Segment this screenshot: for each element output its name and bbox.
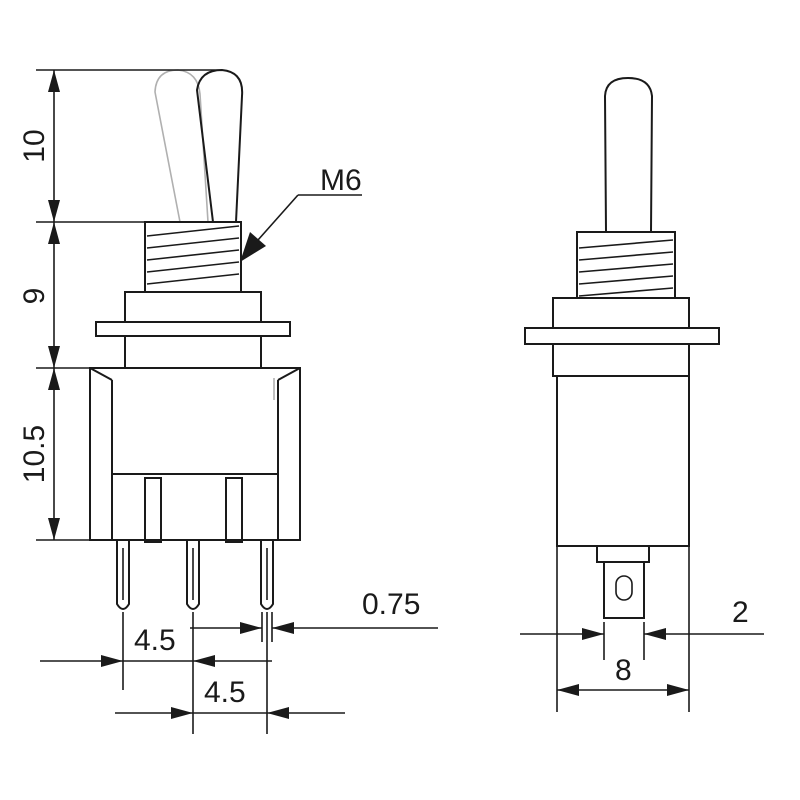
- pin-sockets: [144, 477, 243, 543]
- dim-pin-pitch-1: 4.5: [134, 624, 176, 657]
- pin-pitch-dimension-2: [115, 612, 345, 734]
- neck: [124, 335, 262, 369]
- hex-nut: [124, 291, 262, 323]
- thread-leader: [240, 194, 362, 262]
- side-threaded-bushing: [576, 231, 676, 299]
- side-washer: [524, 327, 720, 345]
- dim-body-width: 8: [615, 654, 632, 687]
- dim-pin-width: 0.75: [362, 588, 420, 621]
- washer: [95, 321, 291, 337]
- side-toggle-lever: [603, 76, 654, 233]
- side-view: 2 8: [520, 76, 764, 712]
- side-terminal-tab: [596, 545, 650, 619]
- tab-width-dimension: [520, 622, 764, 660]
- toggle-lever: [195, 68, 244, 223]
- side-body: [556, 375, 690, 547]
- threaded-bushing: [144, 221, 242, 293]
- dim-body-height: 10.5: [18, 425, 51, 483]
- dim-lever-height: 10: [18, 129, 51, 162]
- switch-body: [89, 367, 301, 541]
- dim-pin-pitch-2: 4.5: [204, 676, 246, 709]
- front-view: 10 9 10.5 M6 0.75 4.5: [18, 68, 438, 734]
- vertical-dimensions: [36, 69, 222, 541]
- side-hex-nut: [552, 297, 690, 329]
- dim-tab-width: 2: [732, 596, 749, 629]
- toggle-lever-ghost: [154, 69, 209, 223]
- pin-width-dimension: [190, 612, 438, 642]
- pin-pitch-dimension-1: [40, 612, 272, 690]
- thread-label: M6: [320, 164, 362, 197]
- pins: [116, 540, 274, 610]
- side-neck: [552, 343, 690, 377]
- body-width-dimension: [556, 546, 690, 712]
- dim-bushing-height: 9: [18, 288, 51, 305]
